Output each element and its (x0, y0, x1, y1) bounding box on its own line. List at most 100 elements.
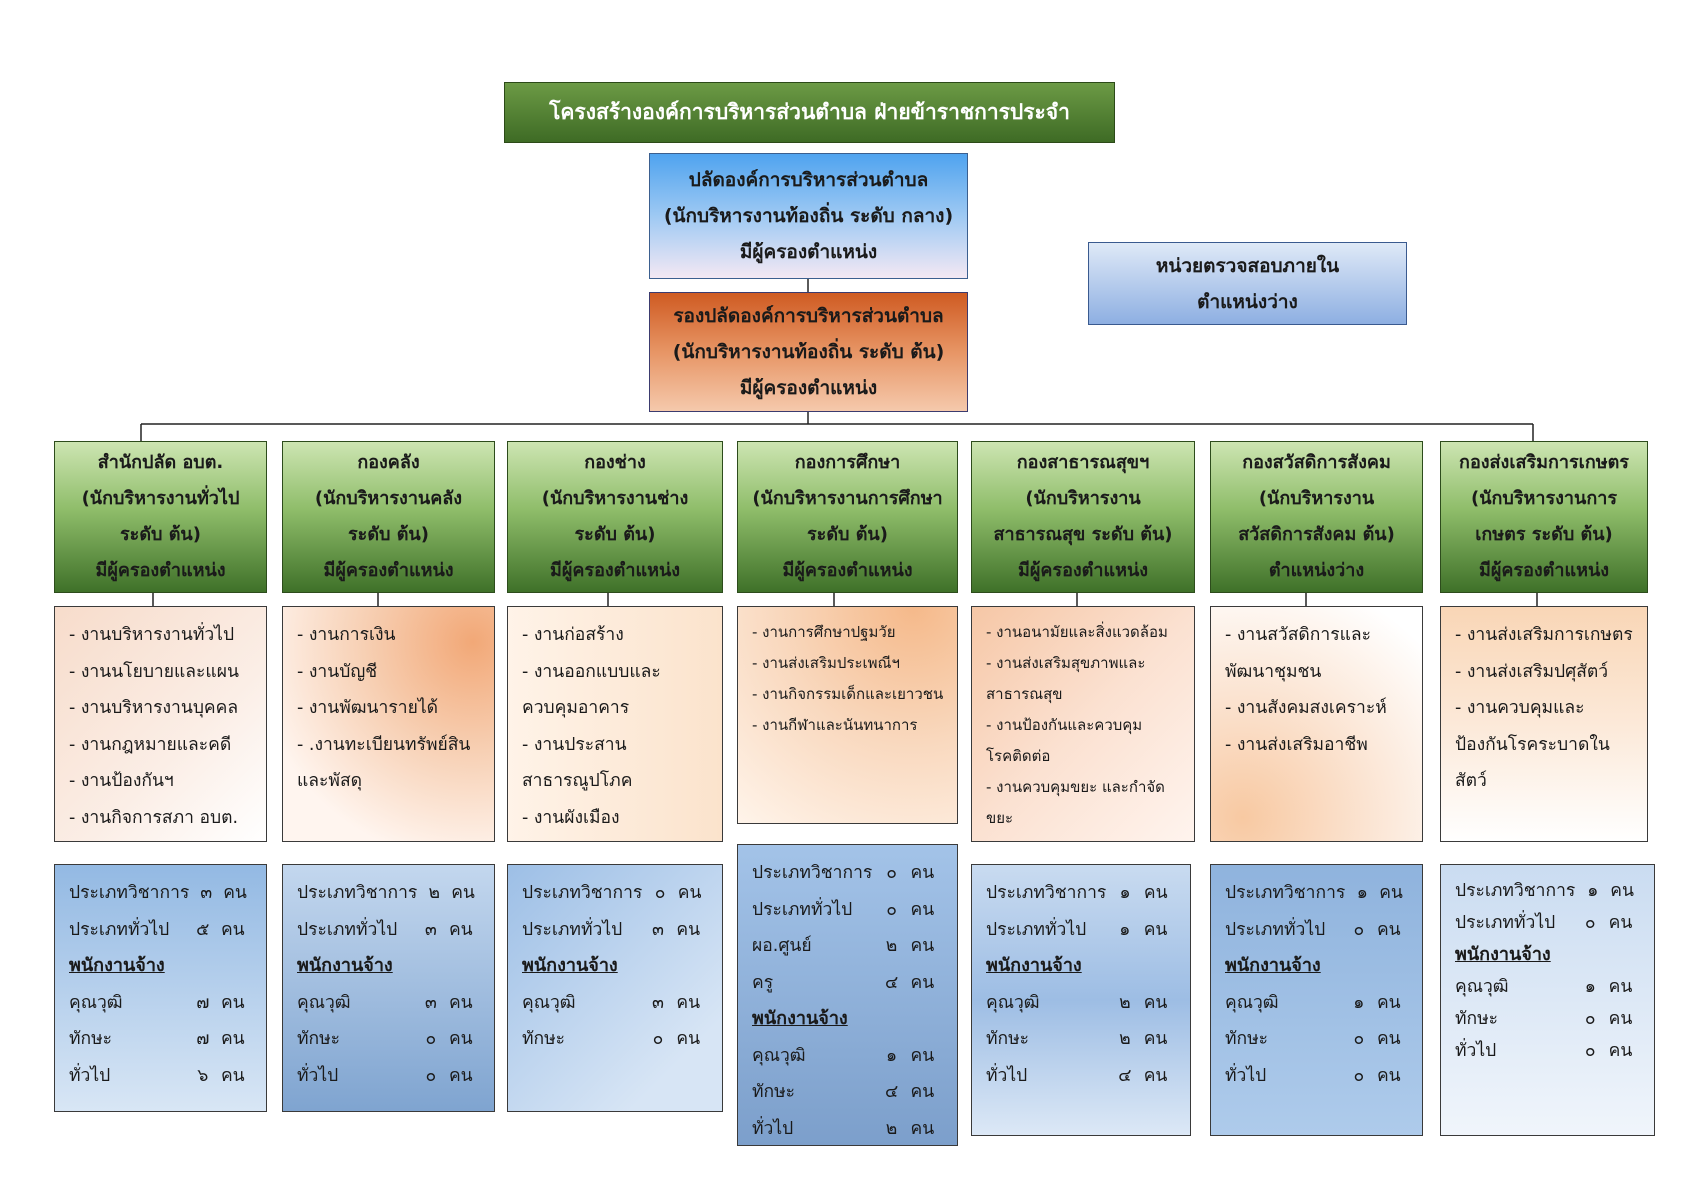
task-item: สัตว์ (1455, 771, 1487, 791)
dept-line: (นักบริหารงาน (1258, 488, 1375, 509)
dept-line: (นักบริหารงาน (1025, 488, 1141, 509)
task-item: โรคติดต่อ (986, 747, 1051, 765)
task-item: - งานส่งเสริมอาชีพ (1225, 734, 1368, 755)
dept-line: มีผู้ครองตำแหน่ง (549, 560, 681, 581)
task-item: ป้องกันโรคระบาดใน (1455, 734, 1610, 755)
contract-heading: พนักงานจ้าง (752, 1008, 848, 1029)
task-item: - งานกิจการสภา อบต. (69, 807, 239, 828)
staff-row: ประเภททั่วไป๓คน (297, 919, 473, 940)
contract-row: คุณวุฒิ๓คน (522, 992, 701, 1013)
staff-row: ประเภทวิชาการ๐คน (752, 863, 935, 883)
dept-header-social-welfare: กองสวัสดิการสังคม (นักบริหารงาน สวัสดิกา… (1210, 441, 1423, 593)
dept-tasks-agriculture: - งานส่งเสริมการเกษตร - งานส่งเสริมปศุสั… (1440, 606, 1648, 842)
task-item: - งานกิจกรรมเด็กและเยาวชน (752, 685, 944, 703)
dept-name: กองคลัง (357, 452, 420, 473)
task-item: สาธารณูปโภค (522, 771, 633, 791)
dept-name: กองสวัสดิการสังคม (1242, 452, 1391, 473)
dept-tasks-office: - งานบริหารงานทั่วไป - งานนโยบายและแผน -… (54, 606, 267, 842)
staff-row: ประเภททั่วไป๑คน (986, 919, 1168, 940)
staff-row: ครู๔คน (752, 972, 935, 993)
dept-tasks-finance: - งานการเงิน - งานบัญชี - งานพัฒนารายได้… (282, 606, 495, 842)
contract-row: ทักษะ๗คน (69, 1029, 245, 1049)
task-item: - งานป้องกันและควบคุม (986, 716, 1143, 734)
dept-line: มีผู้ครองตำแหน่ง (1017, 560, 1149, 581)
contract-row: ทักษะ๐คน (522, 1029, 701, 1049)
task-item: - งานบริหารงานทั่วไป (69, 625, 235, 645)
task-item: - งานป้องกันฯ (69, 771, 174, 791)
internal-audit-box: หน่วยตรวจสอบภายใน ตำแหน่งว่าง (1088, 242, 1407, 325)
contract-row: ทักษะ๔คน (752, 1082, 935, 1102)
dept-name: กองช่าง (584, 452, 646, 473)
staff-row: ประเภททั่วไป๕คน (69, 919, 245, 940)
task-item: - งานก่อสร้าง (522, 625, 624, 645)
contract-row: คุณวุฒิ๑คน (752, 1045, 935, 1066)
dept-line: เกษตร ระดับ ต้น) (1475, 524, 1613, 545)
audit-line1: หน่วยตรวจสอบภายใน (1155, 254, 1340, 277)
task-item: ควบคุมอาคาร (522, 698, 630, 718)
dept-line: สวัสดิการสังคม ต้น) (1238, 524, 1395, 545)
contract-row: ทั่วไป๔คน (986, 1065, 1168, 1086)
contract-row: คุณวุฒิ๑คน (1455, 977, 1633, 997)
task-item: สาธารณสุข (986, 685, 1063, 703)
staff-row: ประเภททั่วไป๐คน (1455, 913, 1633, 933)
deputy-line3: มีผู้ครองตำแหน่ง (739, 377, 878, 399)
dept-line: สาธารณสุข ระดับ ต้น) (993, 524, 1173, 545)
contract-row: ทักษะ๒คน (986, 1029, 1168, 1049)
dept-line: (นักบริหารงานการศึกษา (752, 488, 943, 509)
deputy-palad-box: รองปลัดองค์การบริหารส่วนตำบล (นักบริหารง… (649, 292, 968, 412)
deputy-line2: (นักบริหารงานท้องถิ่น ระดับ ต้น) (672, 341, 945, 363)
contract-heading: พนักงานจ้าง (69, 955, 165, 976)
contract-row: ทักษะ๐คน (297, 1029, 473, 1049)
dept-line: ตำแหน่งว่าง (1268, 560, 1365, 581)
chart-title: โครงสร้างองค์การบริหารส่วนตำบล ฝ่ายข้ารา… (504, 82, 1115, 143)
palad-box: ปลัดองค์การบริหารส่วนตำบล (นักบริหารงานท… (649, 153, 968, 279)
contract-row: คุณวุฒิ๗คน (69, 992, 245, 1013)
palad-line1: ปลัดองค์การบริหารส่วนตำบล (688, 169, 929, 191)
staff-row: ผอ.ศูนย์๒คน (752, 936, 935, 956)
task-item: - งานควบคุมขยะ และกำจัด (986, 778, 1165, 796)
task-item: - งานสังคมสงเคราะห์ (1225, 698, 1387, 718)
task-item: - งานอนามัยและสิ่งแวดล้อม (986, 623, 1168, 641)
task-item: - งานพัฒนารายได้ (297, 698, 438, 718)
contract-row: ทักษะ๐คน (1455, 1009, 1633, 1029)
task-item: - งานบริหารงานบุคคล (69, 698, 239, 718)
task-item: - งานส่งเสริมปศุสัตว์ (1455, 661, 1609, 682)
task-item: - งานการเงิน (297, 625, 396, 645)
dept-tasks-public-health: - งานอนามัยและสิ่งแวดล้อม - งานส่งเสริมส… (971, 606, 1195, 842)
dept-header-education: กองการศึกษา (นักบริหารงานการศึกษา ระดับ … (737, 441, 958, 593)
dept-tasks-engineering: - งานก่อสร้าง - งานออกแบบและ ควบคุมอาคาร… (507, 606, 723, 842)
dept-line: ระดับ ต้น) (574, 524, 656, 545)
task-item: - งานผังเมือง (522, 807, 620, 828)
dept-line: ระดับ ต้น) (348, 524, 429, 545)
dept-staff-public-health: ประเภทวิชาการ๑คน ประเภททั่วไป๑คน พนักงาน… (971, 864, 1191, 1136)
dept-line: (นักบริหารงานคลัง (314, 488, 463, 509)
contract-heading: พนักงานจ้าง (297, 955, 393, 976)
dept-line: (นักบริหารงานช่าง (541, 488, 689, 509)
contract-heading: พนักงานจ้าง (1455, 944, 1551, 965)
dept-header-public-health: กองสาธารณสุขฯ (นักบริหารงาน สาธารณสุข ระ… (971, 441, 1195, 593)
dept-staff-finance: ประเภทวิชาการ๒คน ประเภททั่วไป๓คน พนักงาน… (282, 864, 495, 1112)
dept-line: มีผู้ครองตำแหน่ง (1478, 560, 1610, 581)
staff-row: ประเภททั่วไป๐คน (752, 899, 935, 920)
contract-heading: พนักงานจ้าง (986, 955, 1082, 976)
contract-row: ทั่วไป๐คน (1455, 1041, 1633, 1061)
contract-row: คุณวุฒิ๓คน (297, 992, 473, 1013)
contract-row: ทั่วไป๖คน (69, 1065, 245, 1086)
dept-staff-education: ประเภทวิชาการ๐คน ประเภททั่วไป๐คน ผอ.ศูนย… (737, 844, 958, 1146)
dept-header-finance: กองคลัง (นักบริหารงานคลัง ระดับ ต้น) มีผ… (282, 441, 495, 593)
contract-row: คุณวุฒิ๒คน (986, 992, 1168, 1013)
staff-row: ประเภทวิชาการ๑คน (1225, 883, 1403, 903)
task-item: - งานควบคุมและ (1455, 698, 1585, 718)
task-item: - งานสวัสดิการและ (1225, 625, 1371, 645)
dept-staff-office: ประเภทวิชาการ๓คน ประเภททั่วไป๕คน พนักงาน… (54, 864, 267, 1112)
dept-staff-agriculture: ประเภทวิชาการ๑คน ประเภททั่วไป๐คน พนักงาน… (1440, 864, 1655, 1136)
dept-name: กองสาธารณสุขฯ (1016, 452, 1150, 473)
dept-line: ระดับ ต้น) (120, 524, 201, 545)
dept-header-agriculture: กองส่งเสริมการเกษตร (นักบริหารงานการ เกษ… (1440, 441, 1648, 593)
dept-line: (นักบริหารงานการ (1470, 488, 1618, 509)
task-item: - .งานทะเบียนทรัพย์สิน (297, 734, 471, 755)
palad-line3: มีผู้ครองตำแหน่ง (739, 241, 878, 263)
palad-line2: (นักบริหารงานท้องถิ่น ระดับ กลาง) (663, 205, 954, 227)
task-item: - งานประสาน (522, 734, 627, 755)
